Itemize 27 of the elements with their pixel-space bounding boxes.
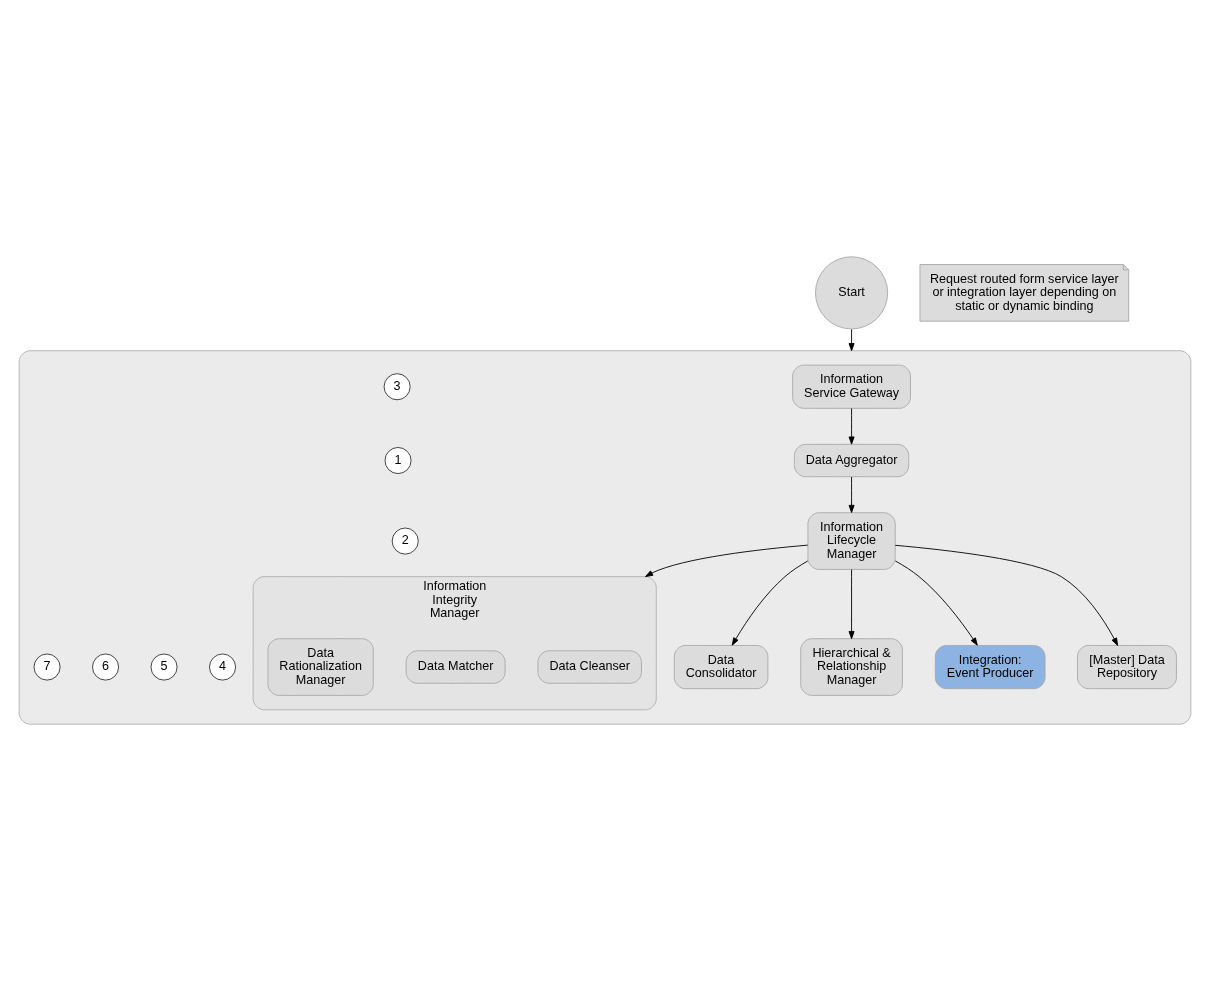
arrow (848, 568, 855, 639)
node-box: Data Cleanser (537, 649, 642, 684)
node-circle: 1 (384, 446, 412, 474)
node-circle: 2 (391, 527, 419, 555)
arrow (894, 544, 1119, 646)
arrow (848, 328, 855, 351)
arrow (894, 560, 978, 646)
node-box: [Master] Data Repository (1077, 644, 1177, 689)
node-box: Hierarchical & Relationship Manager (800, 637, 903, 696)
cluster (18, 349, 1192, 725)
node-box: Information Service Gateway (792, 364, 911, 409)
node-box: Information Lifecycle Manager (807, 511, 896, 570)
node-box: Data Rationalization Manager (267, 637, 374, 696)
arrow (848, 476, 855, 513)
node-circle: Start (815, 255, 889, 329)
node-circle: 4 (209, 653, 237, 681)
node-box: Data Matcher (405, 649, 506, 684)
arrow (848, 407, 855, 445)
node-box: Integration: Event Producer (934, 644, 1046, 689)
arrow (645, 544, 809, 577)
node-box: Data Aggregator (793, 443, 910, 477)
node-box: Data Consolidator (673, 644, 769, 689)
arrow (731, 560, 809, 646)
node-circle: 3 (383, 372, 411, 400)
node-circle: 5 (150, 653, 178, 681)
node-circle: 6 (92, 653, 120, 681)
node-circle: 7 (33, 653, 61, 681)
